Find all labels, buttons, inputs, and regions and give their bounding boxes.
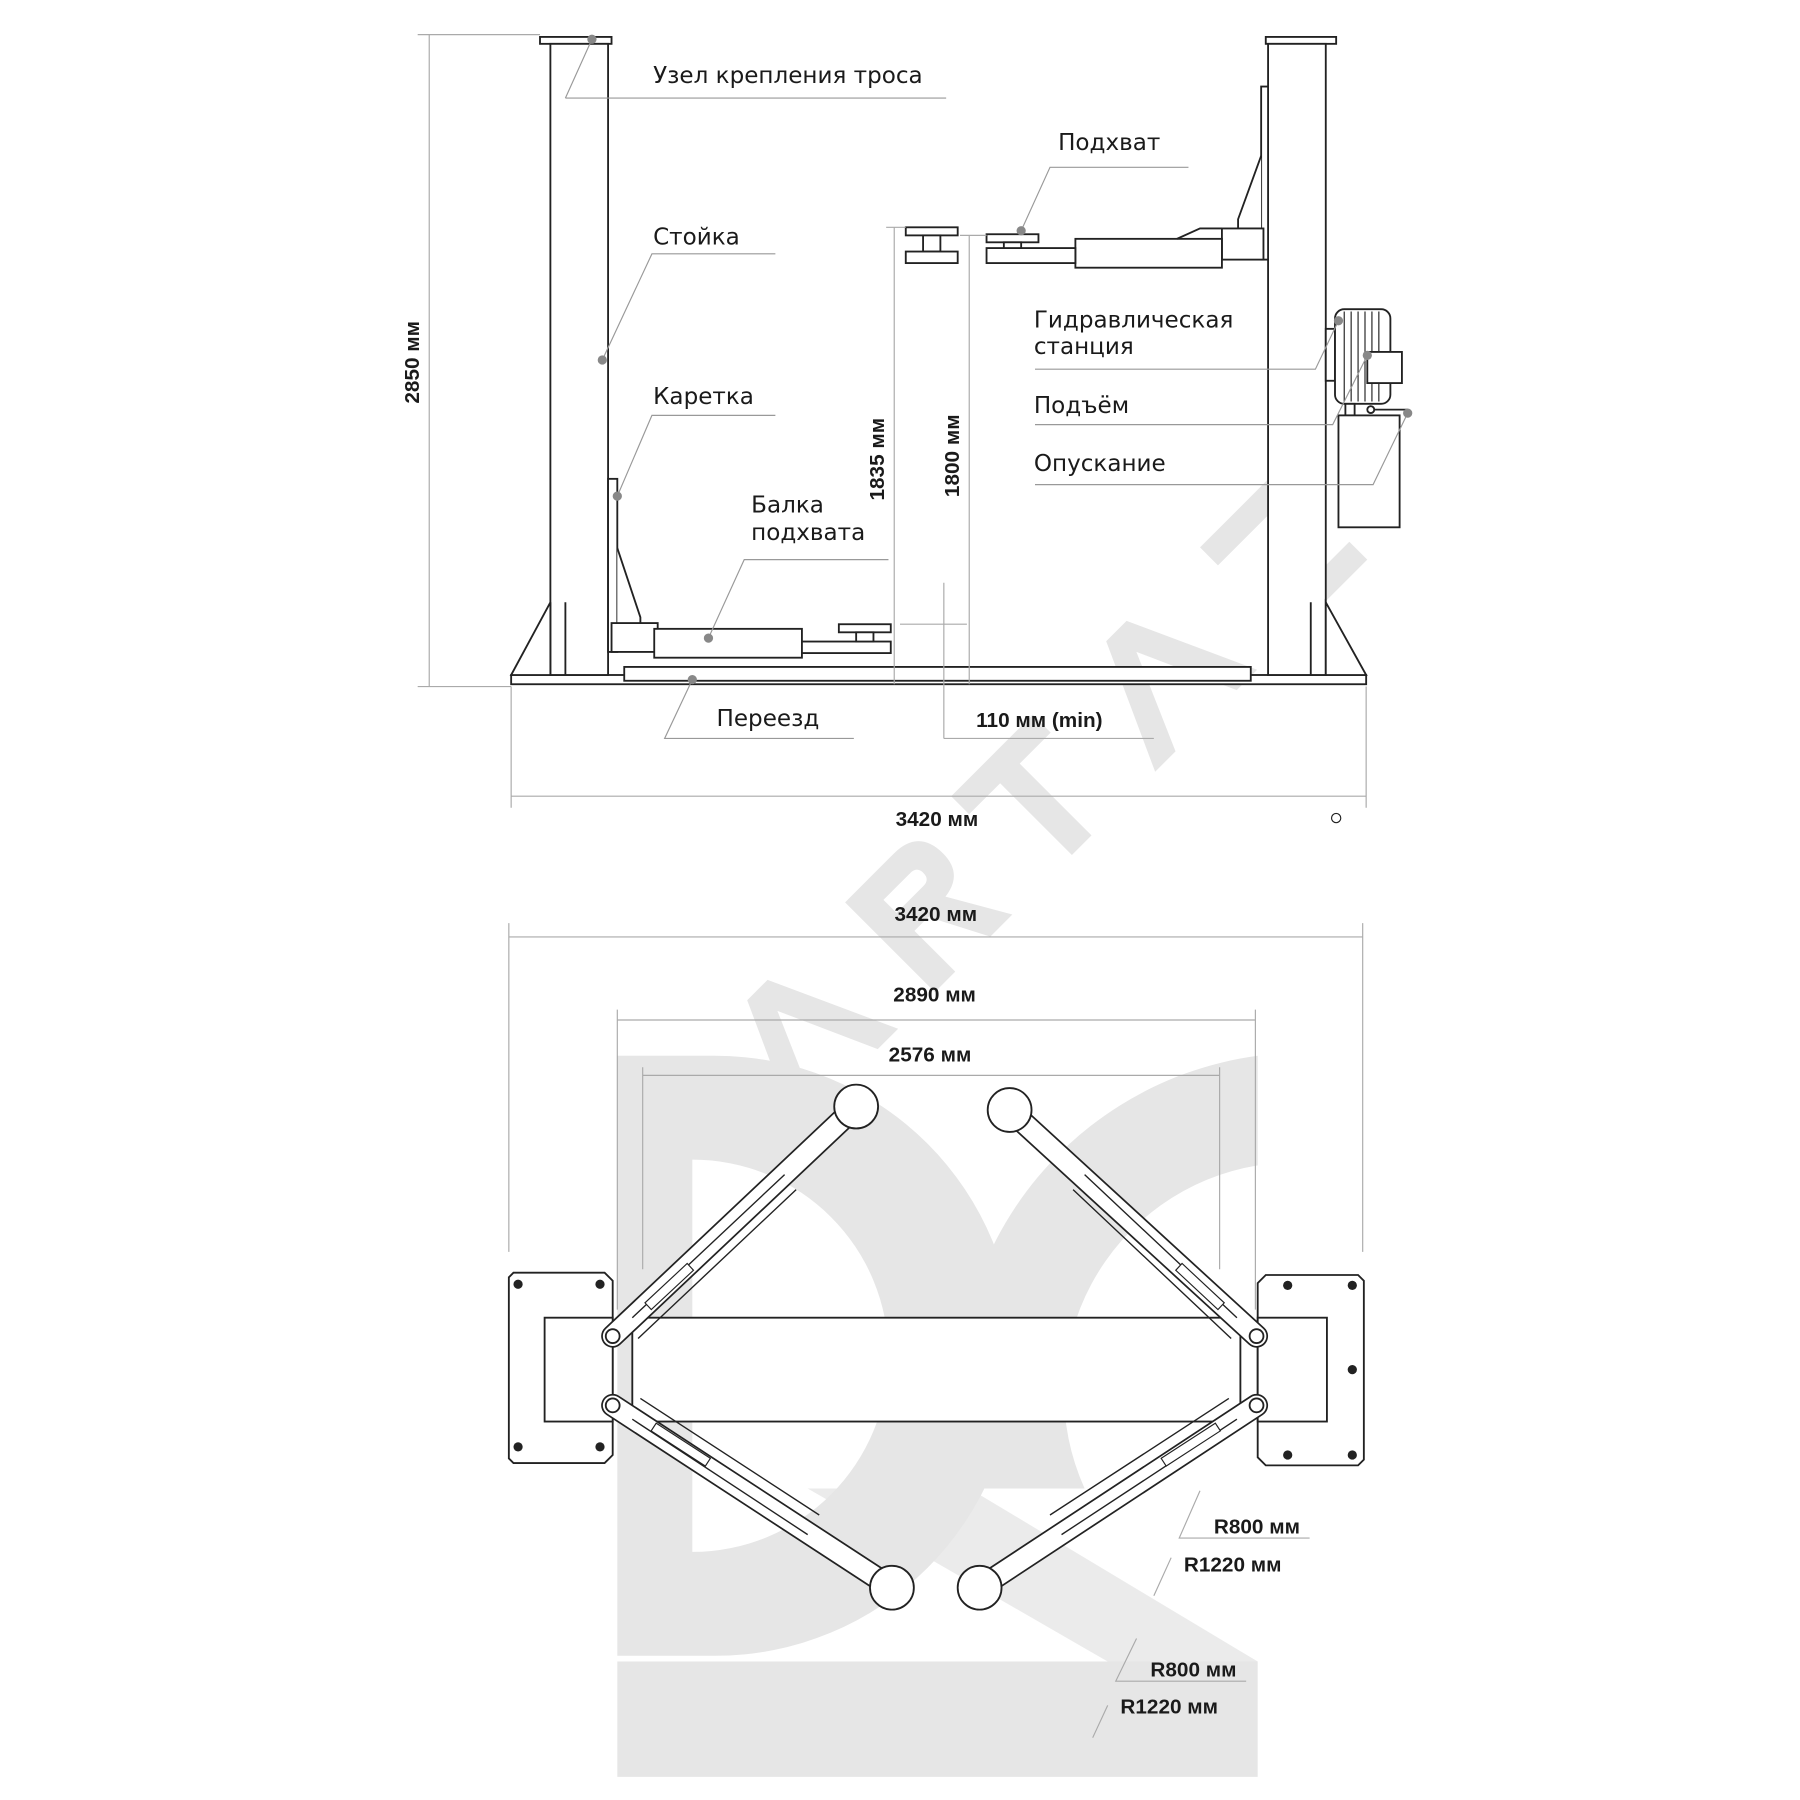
right-column-cap xyxy=(1264,35,1338,45)
arm-rear-right xyxy=(956,1393,1269,1611)
dim-radius-800-a: R800 мм xyxy=(1214,1515,1300,1538)
label-arm-beam-2: подхвата xyxy=(751,520,865,546)
label-lower: Опускание xyxy=(1034,451,1166,477)
arm-beam-left xyxy=(653,627,803,659)
dimension-lines xyxy=(417,34,1367,824)
right-arm-pivot xyxy=(1221,227,1265,261)
right-base-plate xyxy=(1256,1274,1365,1467)
carriage-brace xyxy=(616,547,642,630)
lift-arms xyxy=(601,1083,1269,1611)
right-gusset xyxy=(1309,598,1368,676)
marker-circle xyxy=(1330,812,1342,824)
lift-pad xyxy=(956,1564,1003,1611)
label-hydraulic-1: Гидравлическая xyxy=(1034,308,1234,334)
dim-total-width-front: 3420 мм xyxy=(896,808,979,831)
right-column xyxy=(1267,42,1327,676)
lift-pad-stem xyxy=(1002,241,1023,249)
lift-pad xyxy=(833,1083,879,1130)
left-base-plate xyxy=(507,1271,614,1464)
arm-extension-right xyxy=(985,247,1077,264)
ramp xyxy=(623,666,1252,682)
dim-radius-800-b: R800 мм xyxy=(1150,1659,1236,1682)
lift-pad xyxy=(986,1087,1033,1133)
label-raise: Подъём xyxy=(1034,393,1129,419)
dim-min-height: 110 мм (min) xyxy=(976,709,1102,732)
top-view: 3420 мм 2890 мм 2576 мм xyxy=(507,903,1365,1738)
label-column: Стойка xyxy=(653,225,740,251)
lift-pad xyxy=(869,1564,915,1611)
dim-radius-1220-a: R1220 мм xyxy=(1184,1554,1282,1577)
label-ramp: Переезд xyxy=(717,706,820,732)
arm-rear-left xyxy=(601,1393,915,1611)
top-dimension-lines xyxy=(508,923,1364,1310)
dim-inner-width: 2890 мм xyxy=(893,984,976,1007)
label-cable-mount: Узел крепления троса xyxy=(653,63,923,89)
dim-max-lift-pad: 1835 мм xyxy=(866,418,889,501)
lift-pad-left xyxy=(837,623,892,634)
left-column-cap xyxy=(539,35,613,45)
lift-pad-raised xyxy=(904,226,959,264)
lift-pad-right xyxy=(985,233,1040,244)
hydraulic-unit xyxy=(1324,308,1408,529)
front-view: Узел крепления троса Подхват Стойка Гидр… xyxy=(401,34,1413,831)
arm-extension-left xyxy=(801,640,892,654)
dim-max-lift: 1800 мм xyxy=(941,414,964,497)
arm-beam-right xyxy=(1074,237,1223,269)
arm-front-right xyxy=(986,1087,1269,1348)
label-carriage: Каретка xyxy=(653,384,754,410)
right-carriage-brace xyxy=(1237,155,1263,230)
leaders xyxy=(564,34,1413,740)
lift-pad-stem xyxy=(855,631,875,643)
dim-radius-1220-b: R1220 мм xyxy=(1120,1695,1218,1718)
ramp-top xyxy=(631,1316,1242,1423)
arm-front-left xyxy=(601,1083,879,1348)
label-arm-beam-1: Балка xyxy=(751,492,824,518)
label-hydraulic-2: станция xyxy=(1034,334,1134,360)
dim-total-height: 2850 мм xyxy=(401,321,424,404)
radius-leaders xyxy=(1092,1490,1310,1738)
arm-pivot xyxy=(610,622,659,653)
dim-total-width-top: 3420 мм xyxy=(894,903,977,926)
arm-lock xyxy=(1176,227,1222,240)
label-pickup: Подхват xyxy=(1058,130,1160,156)
left-gusset xyxy=(509,601,567,676)
dim-drive-through: 2576 мм xyxy=(889,1044,972,1067)
